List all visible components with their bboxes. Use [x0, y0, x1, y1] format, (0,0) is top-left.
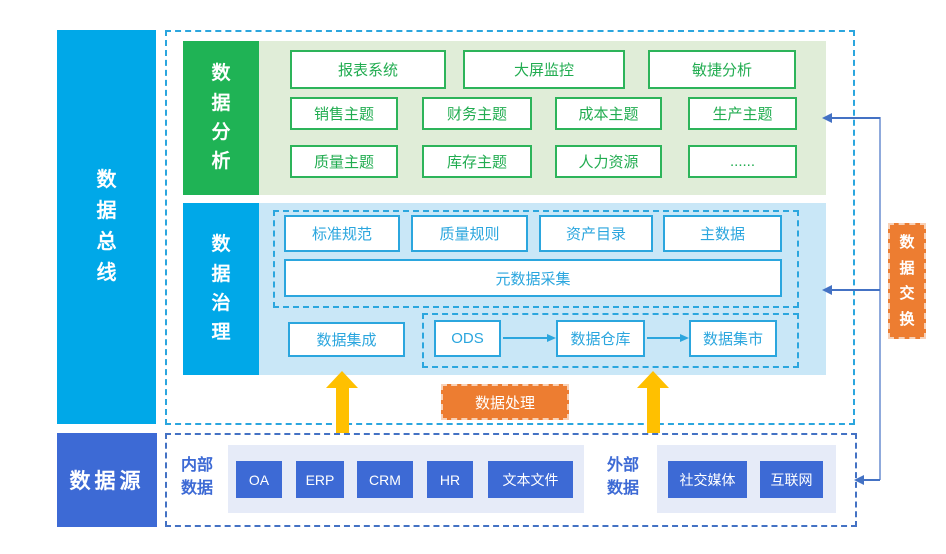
analysis-theme-box: 成本主题 [555, 97, 662, 130]
connector-vertical-line [879, 117, 881, 480]
source-box: ERP [296, 461, 344, 498]
source-box: OA [236, 461, 282, 498]
flow-arrowhead-icon [547, 334, 556, 342]
metadata-box: 元数据采集 [284, 259, 782, 297]
main-dashed-panel [165, 30, 855, 425]
data-bus-bar: 数据总线 [57, 30, 156, 424]
pipeline-dashed-group [422, 313, 799, 368]
source-box: CRM [357, 461, 413, 498]
analysis-theme-box: 财务主题 [422, 97, 532, 130]
external-source-box: 社交媒体 [668, 461, 747, 498]
analysis-app-box: 敏捷分析 [648, 50, 796, 89]
datasource-bar: 数据源 [57, 433, 157, 527]
analysis-app-box: 大屏监控 [463, 50, 625, 89]
standard-box: 标准规范 [284, 215, 400, 252]
pipeline-box-mart: 数据集市 [689, 320, 777, 357]
upload-arrow-icon [326, 371, 358, 388]
standard-box: 质量规则 [411, 215, 528, 252]
analysis-theme-box: 人力资源 [555, 145, 662, 178]
standard-box: 主数据 [663, 215, 782, 252]
internal-data-label: 内部数据 [180, 457, 213, 498]
flow-arrowhead-icon [680, 334, 689, 342]
connector-line-analysis [829, 117, 880, 119]
flow-arrow-icon [647, 337, 680, 339]
datasource-label: 数据源 [69, 470, 145, 493]
analysis-app-box: 报表系统 [290, 50, 446, 89]
connector-line-sources [861, 479, 880, 481]
data-bus-label: 数据总线 [96, 169, 117, 284]
analysis-theme-box: 生产主题 [688, 97, 797, 130]
analysis-theme-box: 库存主题 [422, 145, 532, 178]
upload-arrow-icon [637, 371, 669, 388]
external-data-label: 外部数据 [606, 457, 639, 498]
analysis-panel: 报表系统 大屏监控 敏捷分析 销售主题 财务主题 成本主题 生产主题 质量主题 … [259, 41, 826, 195]
analysis-theme-box: 销售主题 [290, 97, 398, 130]
connector-arrowhead-icon [854, 475, 864, 485]
integration-box: 数据集成 [288, 322, 405, 357]
governance-panel: 标准规范 质量规则 资产目录 主数据 元数据采集 数据集成 ODS 数据仓库 数… [259, 203, 826, 375]
connector-arrowhead-icon [822, 113, 832, 123]
analysis-theme-box: 质量主题 [290, 145, 398, 178]
governance-label-text: 数据治理 [211, 234, 231, 344]
pipeline-box-ods: ODS [434, 320, 501, 357]
external-source-box: 互联网 [760, 461, 823, 498]
standard-box: 资产目录 [539, 215, 653, 252]
connector-line-governance [829, 289, 880, 291]
analysis-section-label: 数据分析 [183, 41, 259, 195]
pipeline-box-warehouse: 数据仓库 [556, 320, 645, 357]
connector-arrowhead-icon [822, 285, 832, 295]
governance-section-label: 数据治理 [183, 203, 259, 375]
processing-box: 数据处理 [441, 384, 569, 420]
analysis-theme-box: ...... [688, 145, 797, 178]
standards-dashed-group [273, 210, 799, 308]
upload-arrow-shaft [647, 387, 660, 433]
exchange-box: 数据交换 [888, 223, 926, 339]
exchange-label: 数据交换 [899, 234, 915, 328]
source-box: 文本文件 [488, 461, 573, 498]
upload-arrow-shaft [336, 387, 349, 433]
analysis-label-text: 数据分析 [211, 63, 231, 173]
flow-arrow-icon [503, 337, 547, 339]
source-box: HR [427, 461, 473, 498]
